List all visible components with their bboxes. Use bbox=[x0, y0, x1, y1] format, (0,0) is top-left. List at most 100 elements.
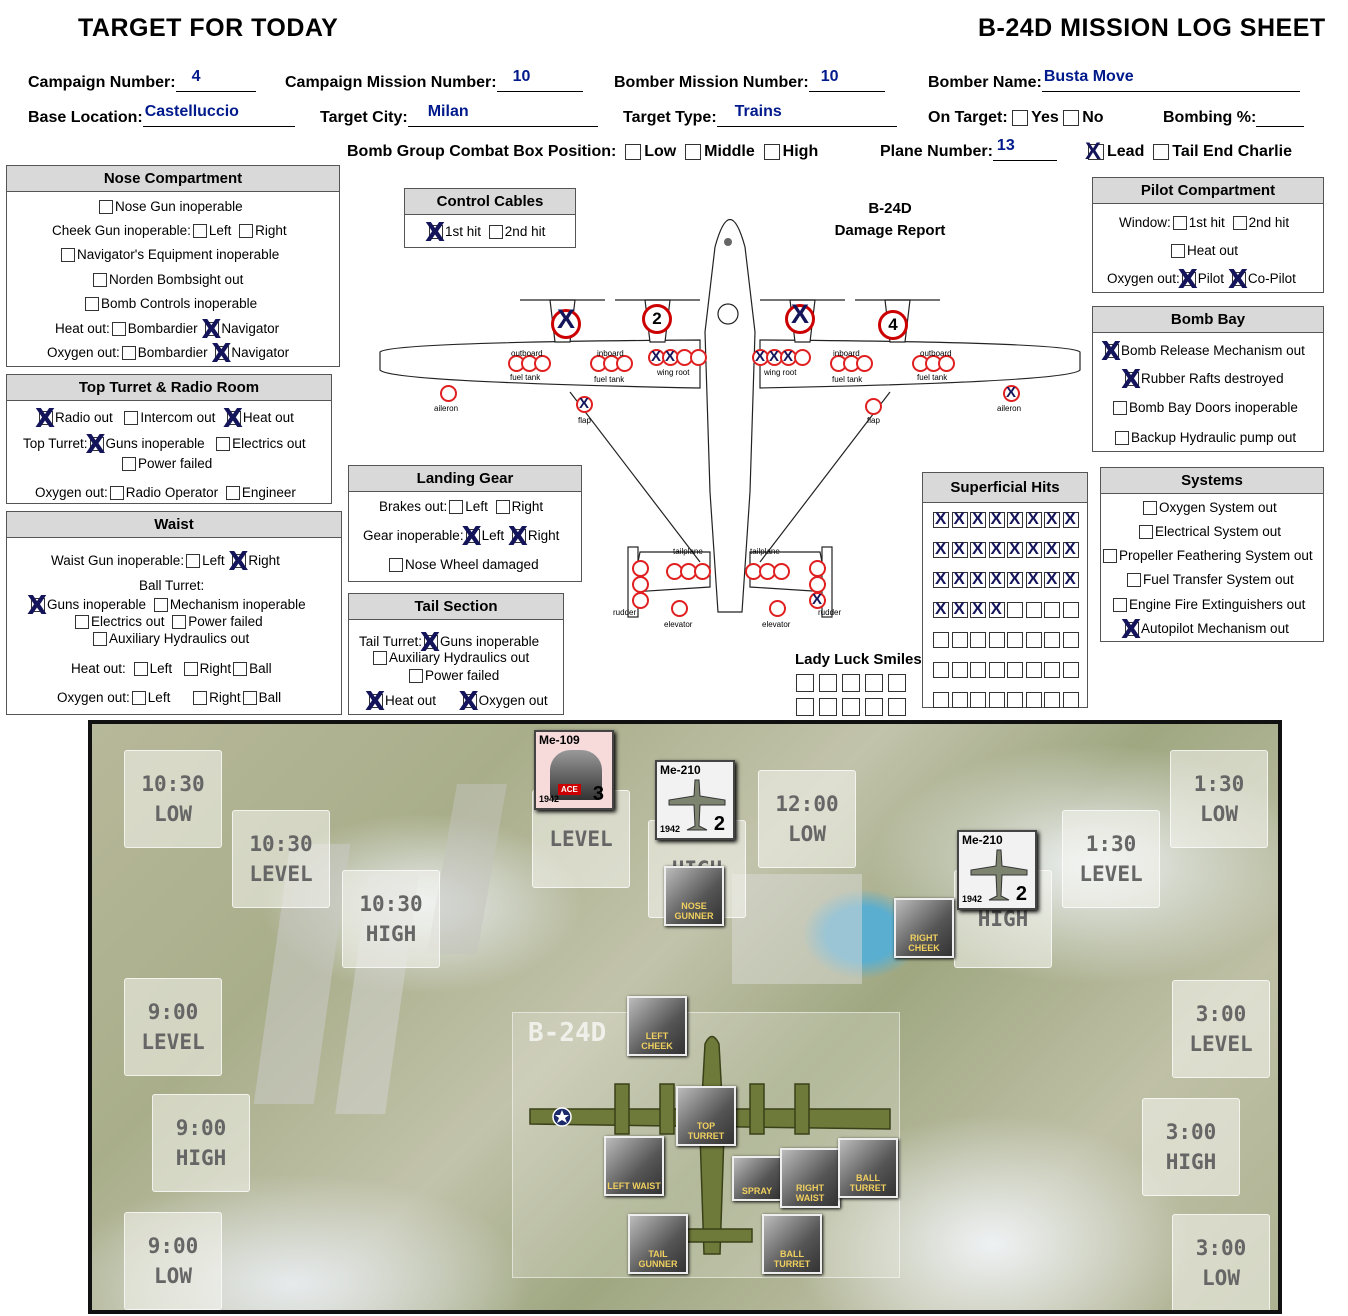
hit-circle[interactable] bbox=[809, 560, 826, 577]
nav-equip-checkbox[interactable] bbox=[61, 247, 75, 262]
lady-luck-box[interactable] bbox=[819, 698, 837, 716]
combat-box-high-checkbox[interactable] bbox=[763, 143, 780, 160]
superficial-hit-box[interactable] bbox=[970, 632, 986, 648]
fire-ext-checkbox[interactable] bbox=[1113, 597, 1127, 612]
hit-circle[interactable] bbox=[632, 576, 649, 593]
top-turret-counter[interactable]: TOP TURRET bbox=[676, 1086, 736, 1146]
superficial-hit-box[interactable] bbox=[933, 692, 949, 708]
brakes-right-checkbox[interactable] bbox=[495, 499, 510, 514]
target-city-field[interactable]: Target City:Milan bbox=[320, 103, 598, 127]
superficial-hit-box[interactable] bbox=[1007, 509, 1023, 529]
radio-checkbox[interactable] bbox=[35, 404, 55, 434]
superficial-hit-box[interactable] bbox=[988, 662, 1005, 678]
superficial-hit-box[interactable] bbox=[1044, 632, 1060, 648]
superficial-hit-box[interactable] bbox=[988, 509, 1005, 529]
bomber-name-field[interactable]: Bomber Name:Busta Move bbox=[928, 68, 1300, 92]
engine-1-hit[interactable]: X bbox=[551, 306, 581, 339]
combat-box-low-checkbox[interactable] bbox=[625, 143, 642, 160]
electrical-checkbox[interactable] bbox=[1139, 524, 1153, 539]
nose-wheel-checkbox[interactable] bbox=[389, 557, 403, 572]
on-target-no-checkbox[interactable] bbox=[1063, 109, 1080, 126]
nose-gun-checkbox[interactable] bbox=[99, 199, 113, 214]
oxygen-ball-checkbox[interactable] bbox=[242, 690, 257, 705]
oxygen-navigator-checkbox[interactable] bbox=[211, 339, 231, 369]
superficial-hit-box[interactable] bbox=[1044, 509, 1060, 529]
oxygen-bombardier-checkbox[interactable] bbox=[121, 345, 136, 360]
left-waist-counter[interactable]: LEFT WAIST bbox=[604, 1136, 664, 1196]
superficial-hit-box[interactable] bbox=[970, 692, 986, 708]
heat-right-checkbox[interactable] bbox=[183, 661, 198, 676]
lady-luck-box[interactable] bbox=[888, 674, 906, 692]
superficial-hit-box[interactable] bbox=[1007, 692, 1023, 708]
flap-right-hit[interactable] bbox=[865, 398, 882, 415]
tt-heat-checkbox[interactable] bbox=[223, 404, 243, 434]
lady-luck-box[interactable] bbox=[796, 698, 814, 716]
hit-circle[interactable] bbox=[690, 349, 707, 366]
bay-doors-checkbox[interactable] bbox=[1113, 400, 1127, 415]
right-cheek-counter[interactable]: RIGHT CHEEK bbox=[894, 898, 954, 958]
superficial-hit-box[interactable] bbox=[988, 569, 1005, 589]
autopilot-checkbox[interactable] bbox=[1121, 615, 1141, 645]
oxygen-copilot-checkbox[interactable] bbox=[1228, 265, 1248, 295]
lady-luck-box[interactable] bbox=[888, 698, 906, 716]
engine-2[interactable]: 2 bbox=[642, 304, 672, 334]
cheek-right-checkbox[interactable] bbox=[239, 223, 254, 238]
lead-checkbox[interactable] bbox=[1085, 138, 1104, 166]
lady-luck-box[interactable] bbox=[842, 674, 860, 692]
engine-3-hit[interactable]: X bbox=[785, 301, 815, 334]
bombing-pct-field[interactable]: Bombing %: bbox=[1163, 109, 1305, 127]
fuel-transfer-checkbox[interactable] bbox=[1127, 572, 1141, 587]
waist-left-checkbox[interactable] bbox=[186, 553, 201, 568]
tail-power-checkbox[interactable] bbox=[409, 668, 423, 683]
me210-counter-1[interactable]: Me-210 1942 2 bbox=[655, 760, 735, 840]
superficial-hit-box[interactable] bbox=[1044, 539, 1060, 559]
superficial-hit-box[interactable] bbox=[1025, 539, 1042, 559]
ball-aux-checkbox[interactable] bbox=[93, 631, 107, 646]
hit-circle[interactable] bbox=[534, 355, 551, 372]
hit-circle[interactable] bbox=[856, 355, 873, 372]
ball-turret-counter-2[interactable]: BALL TURRET bbox=[762, 1214, 822, 1274]
ball-mechanism-checkbox[interactable] bbox=[153, 597, 168, 612]
waist-right-checkbox[interactable] bbox=[228, 547, 248, 577]
hit-circle[interactable] bbox=[809, 591, 826, 609]
superficial-hit-box[interactable] bbox=[970, 599, 986, 619]
superficial-hit-box[interactable] bbox=[1007, 632, 1023, 648]
me109-ace-counter[interactable]: Me-109 ACE 1942 3 bbox=[534, 730, 614, 810]
window-hit1-checkbox[interactable] bbox=[1172, 215, 1187, 230]
campaign-mission-field[interactable]: Campaign Mission Number:10 bbox=[285, 68, 583, 92]
heat-bombardier-checkbox[interactable] bbox=[111, 321, 126, 336]
superficial-hit-box[interactable] bbox=[951, 662, 968, 678]
elevator-left-hit[interactable] bbox=[671, 600, 688, 617]
superficial-hit-box[interactable] bbox=[933, 599, 949, 619]
superficial-hit-box[interactable] bbox=[1025, 632, 1042, 648]
superficial-hit-box[interactable] bbox=[1025, 602, 1042, 618]
superficial-hit-box[interactable] bbox=[1025, 509, 1042, 529]
superficial-hit-box[interactable] bbox=[1062, 509, 1079, 529]
superficial-hit-box[interactable] bbox=[1062, 692, 1079, 708]
superficial-hit-box[interactable] bbox=[1062, 539, 1079, 559]
superficial-hit-box[interactable] bbox=[951, 599, 968, 619]
on-target-yes-checkbox[interactable] bbox=[1012, 109, 1029, 126]
oxygen-left-checkbox[interactable] bbox=[131, 690, 146, 705]
superficial-hit-box[interactable] bbox=[1025, 662, 1042, 678]
superficial-hit-box[interactable] bbox=[1007, 569, 1023, 589]
heat-left-checkbox[interactable] bbox=[133, 661, 148, 676]
engine-4[interactable]: 4 bbox=[878, 310, 908, 340]
lady-luck-box[interactable] bbox=[796, 674, 814, 692]
heat-ball-checkbox[interactable] bbox=[233, 661, 248, 676]
superficial-hit-box[interactable] bbox=[1044, 662, 1060, 678]
hit-circle[interactable] bbox=[773, 563, 790, 580]
tt-guns-checkbox[interactable] bbox=[86, 430, 106, 460]
bomb-controls-checkbox[interactable] bbox=[85, 296, 99, 311]
lady-luck-box[interactable] bbox=[842, 698, 860, 716]
superficial-hit-box[interactable] bbox=[933, 539, 949, 559]
hit-circle[interactable] bbox=[616, 355, 633, 372]
